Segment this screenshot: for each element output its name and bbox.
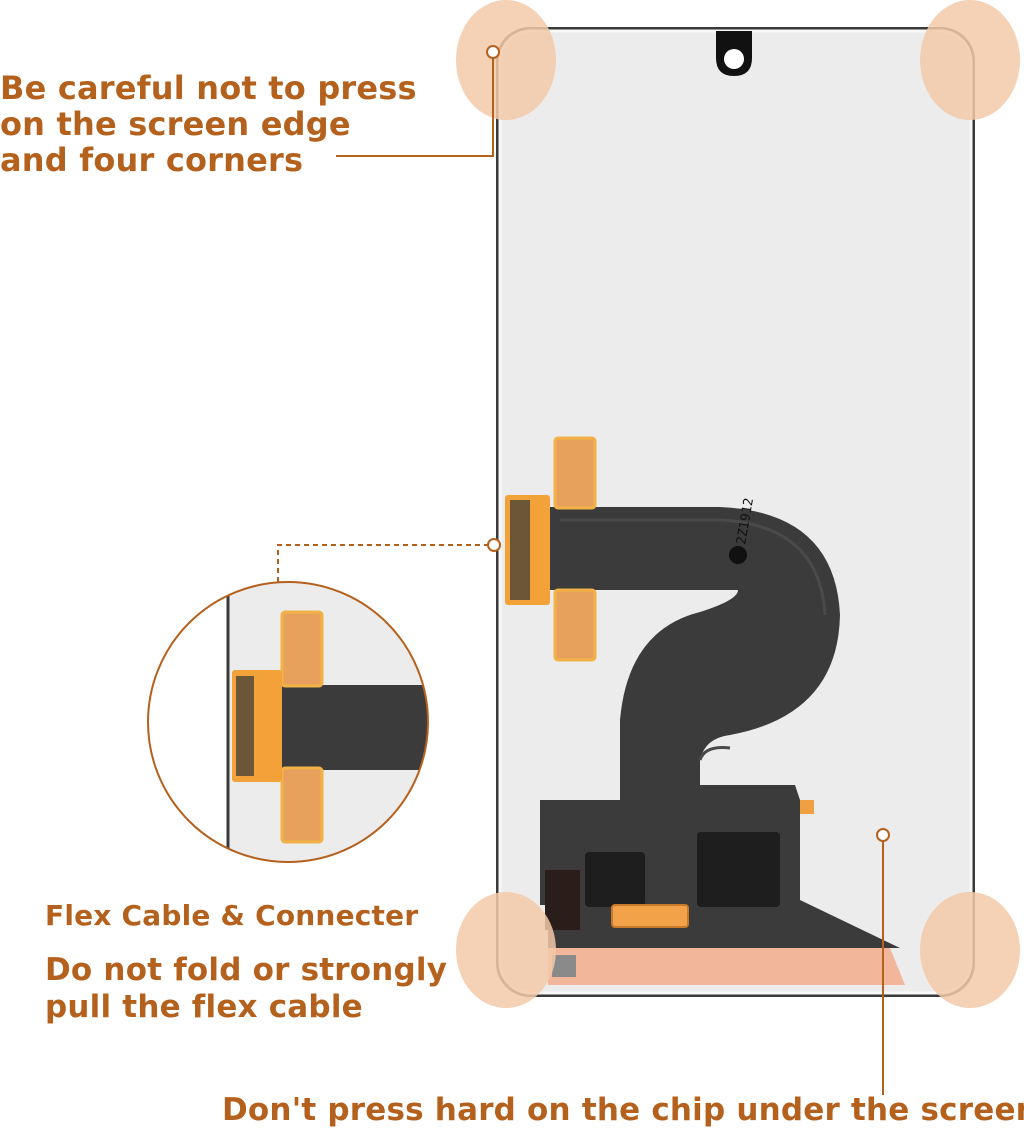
zoom-inset [147,581,429,863]
chip-connector [552,955,576,977]
chip-strip [548,948,905,985]
stamp-logo [729,546,747,564]
leader-lines [277,52,884,1095]
flex-cable-label: Flex Cable & Connecter [45,899,419,932]
lower-components [545,800,814,930]
leader-dots [486,45,890,842]
corner-warning-text: Be careful not to press on the screen ed… [0,70,417,178]
corner-warning-line-2: on the screen edge [0,105,351,143]
flex-cable [540,507,900,948]
flex-warning-line-1: Do not fold or strongly [45,952,448,988]
corner-warning-line-1: Be careful not to press [0,69,417,107]
corner-highlights [456,0,1020,1008]
camera-notch [716,31,752,76]
flex-warning-text: Do not fold or strongly pull the flex ca… [45,952,447,1026]
corner-warning-line-3: and four corners [0,141,304,179]
flex-warning-line-2: pull the flex cable [45,989,363,1025]
chip-warning-text: Don't press hard on the chip under the s… [222,1092,1024,1128]
connector-pads [505,436,597,662]
